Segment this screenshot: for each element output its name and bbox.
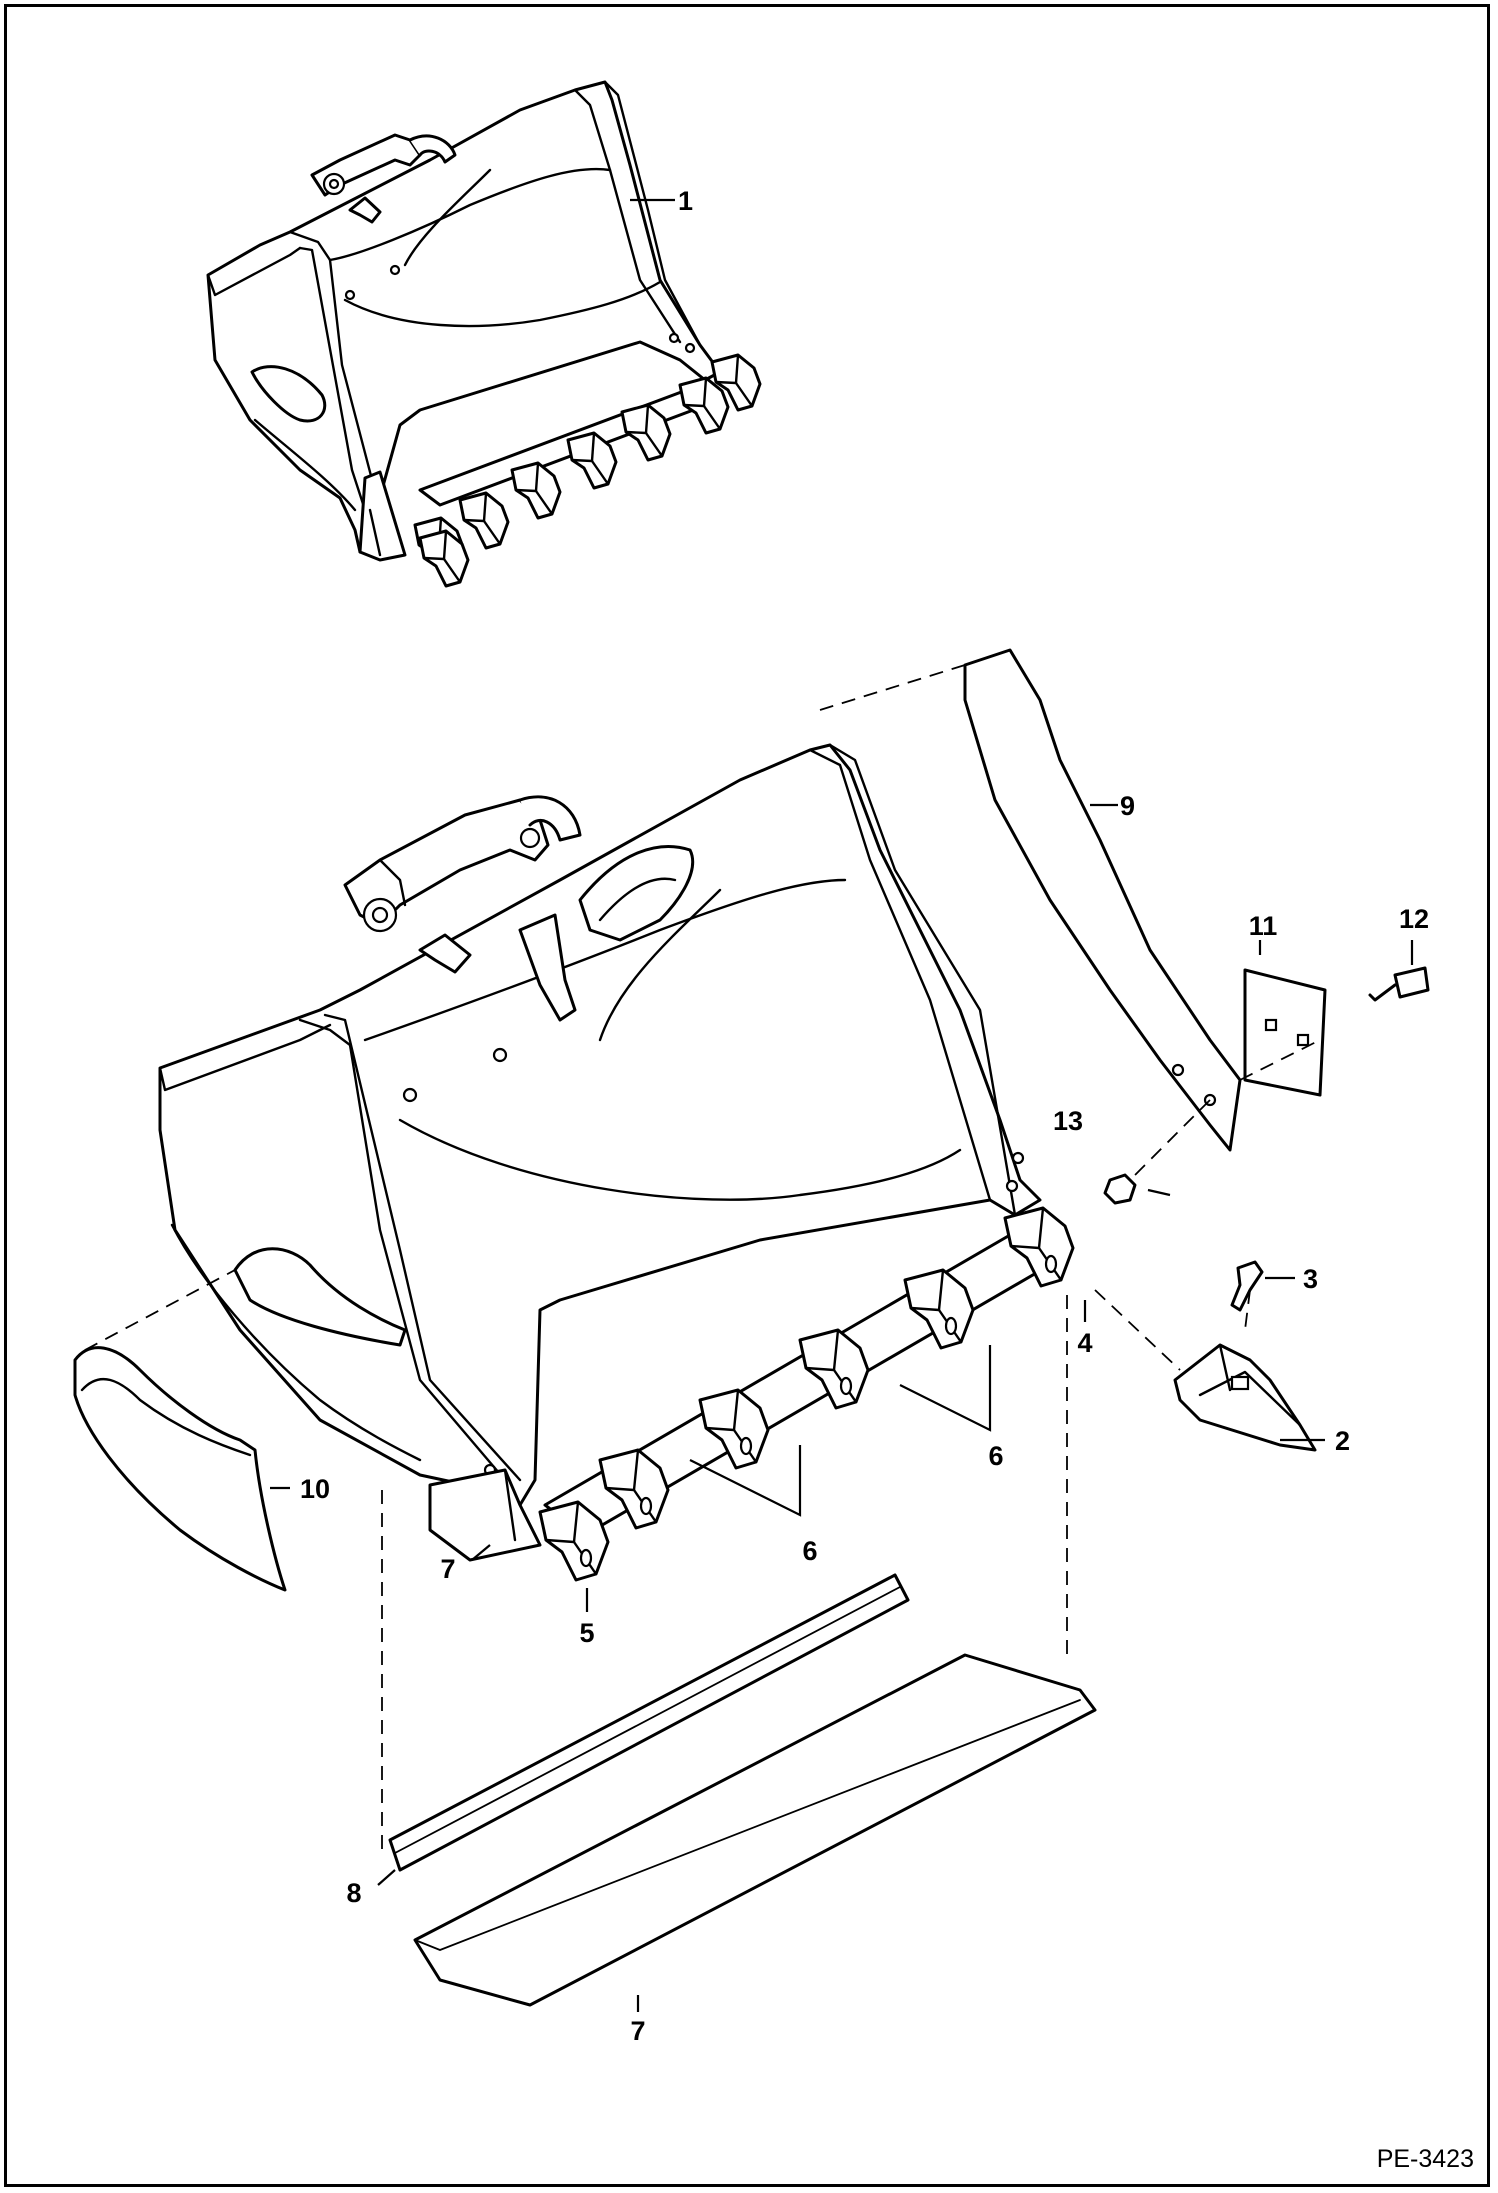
callout-6-right: 6 (802, 1536, 817, 1566)
small-bucket-assembly (206, 80, 762, 588)
heel-shroud (73, 1346, 287, 1592)
callout-6: 6 (988, 1441, 1003, 1471)
cutting-edge (413, 1653, 1097, 2007)
callout-13: 13 (1053, 1106, 1083, 1136)
callout-2: 2 (1335, 1426, 1350, 1456)
callout-9: 9 (1120, 791, 1135, 821)
nut (1103, 1173, 1137, 1205)
callout-3: 3 (1303, 1264, 1318, 1294)
explode-lines (84, 664, 1321, 1850)
exploded-tooth (1173, 1343, 1317, 1452)
callout-10: 10 (300, 1474, 330, 1504)
callout-7-upper: 7 (440, 1554, 455, 1584)
side-shroud (963, 648, 1242, 1152)
wear-plate (1243, 968, 1327, 1097)
callout-leaders (270, 198, 1414, 2012)
callout-8: 8 (346, 1878, 361, 1908)
drawing-frame (4, 4, 1490, 2187)
large-bucket-assembly (158, 743, 1075, 1582)
document-id: PE-3423 (1377, 2145, 1474, 2173)
callout-11: 11 (1249, 911, 1278, 941)
callout-5: 5 (579, 1618, 594, 1648)
callout-4: 4 (1077, 1328, 1092, 1358)
bolt (1393, 966, 1430, 999)
edge-strip (388, 1573, 910, 1872)
callout-7-lower: 7 (630, 2016, 645, 2046)
retaining-pin (1230, 1260, 1264, 1312)
callout-12: 12 (1399, 904, 1429, 934)
callout-1: 1 (678, 186, 693, 216)
